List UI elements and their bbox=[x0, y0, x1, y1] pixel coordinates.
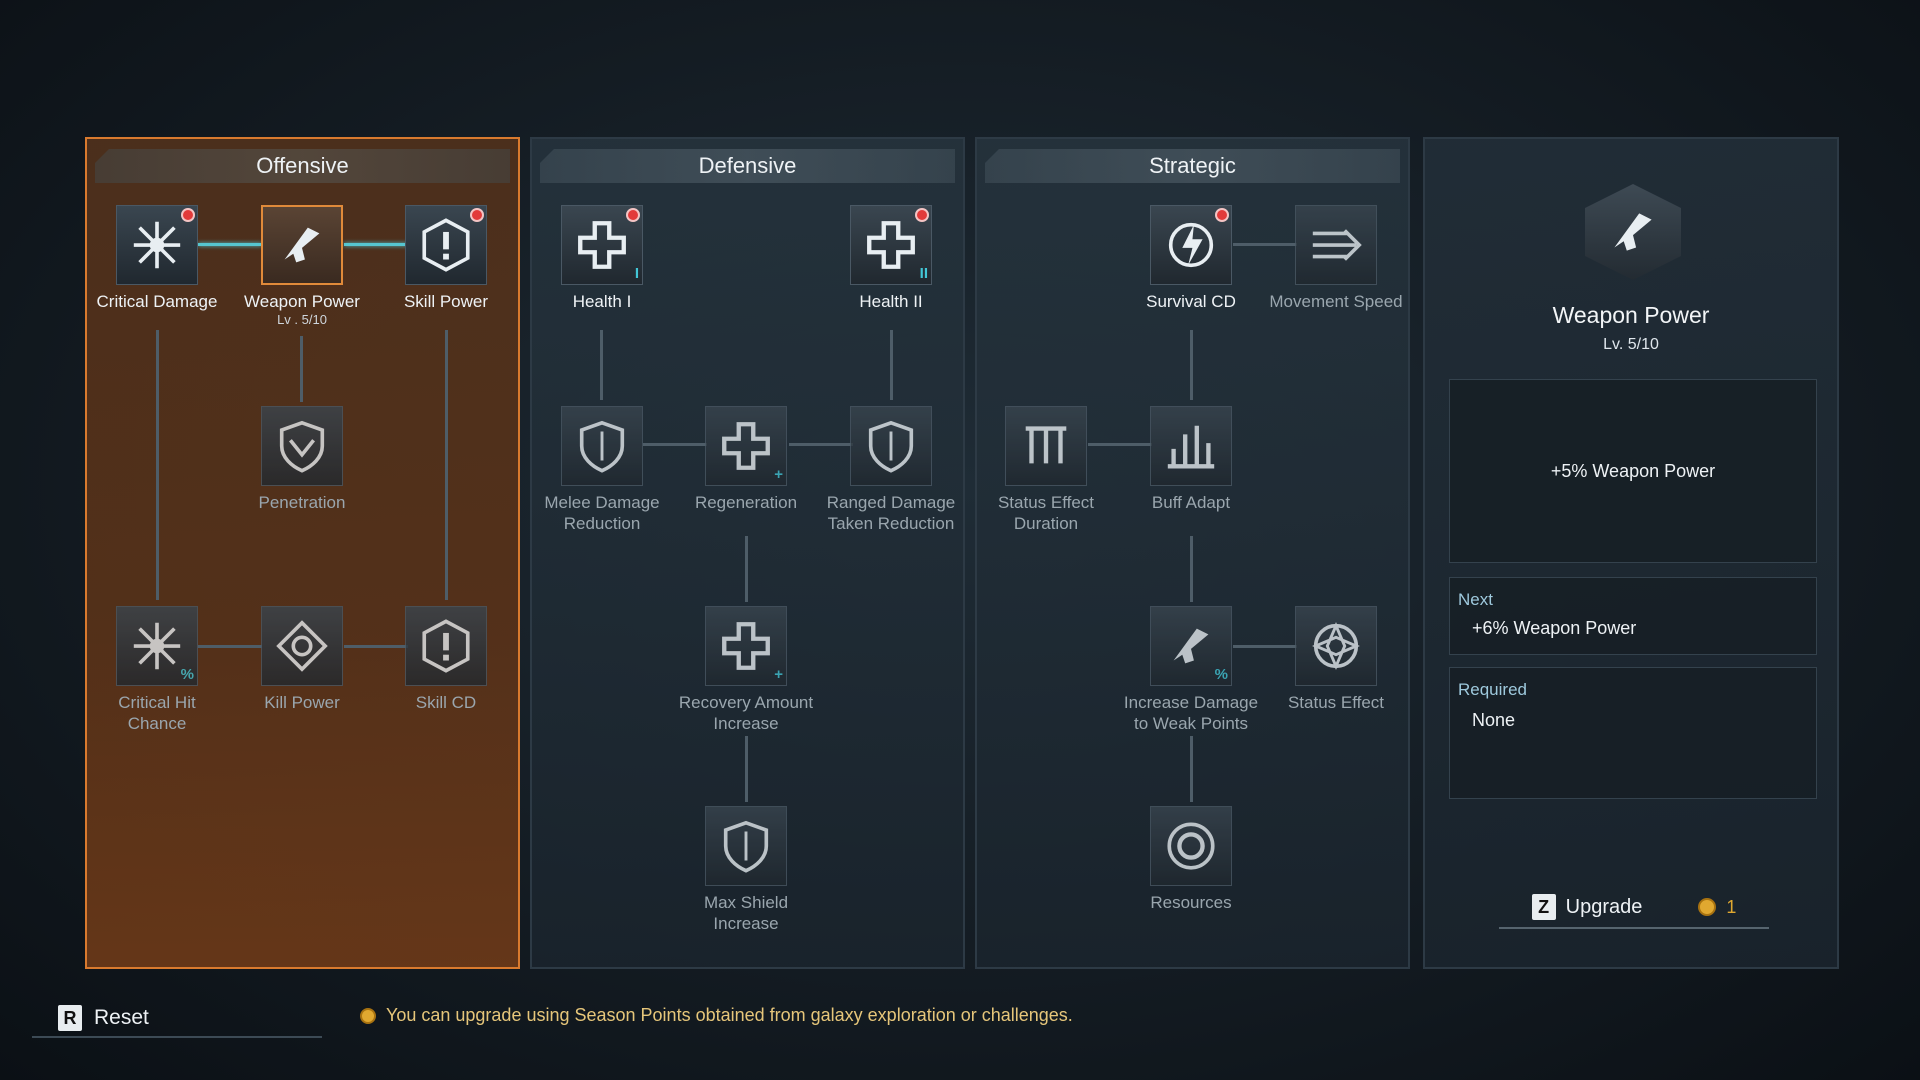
node-skill-cd[interactable]: Skill CD bbox=[371, 606, 521, 713]
next-value: +6% Weapon Power bbox=[1472, 618, 1637, 638]
connector bbox=[344, 243, 408, 246]
shield-icon bbox=[573, 417, 631, 475]
alert-dot bbox=[1215, 208, 1229, 222]
burst-icon bbox=[128, 216, 186, 274]
atom-icon bbox=[1307, 617, 1365, 675]
node-status-effect[interactable]: Status Effect bbox=[1261, 606, 1411, 713]
node-kill-power[interactable]: Kill Power bbox=[227, 606, 377, 713]
cross-icon bbox=[573, 216, 631, 274]
connector bbox=[198, 243, 262, 246]
panel-title-offensive: Offensive bbox=[95, 149, 510, 183]
alert-dot bbox=[915, 208, 929, 222]
connector bbox=[1233, 645, 1297, 648]
connector bbox=[1190, 736, 1193, 802]
connector bbox=[745, 736, 748, 802]
detail-next-box: Next +6% Weapon Power bbox=[1449, 577, 1817, 655]
node-skill-power[interactable]: Skill Power bbox=[371, 205, 521, 312]
connector bbox=[344, 645, 408, 648]
connector bbox=[300, 336, 303, 402]
node-movement-speed[interactable]: Movement Speed bbox=[1261, 205, 1411, 312]
shield-emblem-icon bbox=[273, 417, 331, 475]
detail-icon-frame bbox=[1585, 184, 1681, 280]
detail-required-box: Required None bbox=[1449, 667, 1817, 799]
node-critical-damage[interactable]: Critical Damage bbox=[82, 205, 232, 312]
detail-panel: Weapon Power Lv. 5/10 +5% Weapon Power N… bbox=[1423, 137, 1839, 969]
connector bbox=[198, 645, 262, 648]
shield-icon bbox=[862, 417, 920, 475]
season-point-icon bbox=[1698, 898, 1717, 916]
ring-icon bbox=[1162, 817, 1220, 875]
diamond-target-icon bbox=[273, 617, 331, 675]
arrow-speed-icon bbox=[1307, 216, 1365, 274]
connector bbox=[445, 330, 448, 600]
panel-title-strategic: Strategic bbox=[985, 149, 1400, 183]
required-label: Required bbox=[1458, 680, 1527, 699]
node-penetration[interactable]: Penetration bbox=[227, 406, 377, 513]
cross-plus-icon bbox=[717, 617, 775, 675]
node-resources[interactable]: Resources bbox=[1116, 806, 1266, 913]
connector bbox=[890, 330, 893, 400]
connector bbox=[156, 330, 159, 600]
upgrade-label: Upgrade bbox=[1565, 895, 1643, 918]
reset-label: Reset bbox=[94, 1006, 149, 1029]
node-survival-cd[interactable]: Survival CD bbox=[1116, 205, 1266, 312]
bolt-icon bbox=[1162, 216, 1220, 274]
hint-text: You can upgrade using Season Points obta… bbox=[386, 1005, 1073, 1025]
node-weapon-power[interactable]: Weapon Power Lv . 5/10 bbox=[227, 205, 377, 327]
weapon-icon bbox=[273, 216, 331, 274]
node-regeneration[interactable]: + Regeneration bbox=[671, 406, 821, 513]
pillars-icon bbox=[1017, 417, 1075, 475]
cross-icon bbox=[862, 216, 920, 274]
upgrade-button[interactable]: Z Upgrade 1 bbox=[1499, 887, 1769, 929]
footer-hint: You can upgrade using Season Points obta… bbox=[360, 1005, 1073, 1026]
connector bbox=[1233, 243, 1297, 246]
panel-title-defensive: Defensive bbox=[540, 149, 955, 183]
bars-icon bbox=[1162, 417, 1220, 475]
weapon-icon bbox=[1162, 617, 1220, 675]
key-z: Z bbox=[1531, 894, 1556, 920]
connector bbox=[1190, 536, 1193, 602]
reset-button[interactable]: R Reset bbox=[32, 1000, 322, 1038]
connector bbox=[1088, 443, 1152, 446]
cross-plus-icon bbox=[717, 417, 775, 475]
alert-shield-icon bbox=[417, 617, 475, 675]
connector bbox=[789, 443, 853, 446]
connector bbox=[1190, 330, 1193, 400]
connector bbox=[600, 330, 603, 400]
connector bbox=[643, 443, 707, 446]
weapon-icon bbox=[1602, 201, 1664, 263]
key-r: R bbox=[58, 1005, 82, 1031]
required-value: None bbox=[1472, 710, 1516, 730]
node-level: Lv . 5/10 bbox=[277, 312, 327, 327]
next-label: Next bbox=[1458, 590, 1493, 609]
alert-dot bbox=[181, 208, 195, 222]
alert-dot bbox=[626, 208, 640, 222]
detail-current-box: +5% Weapon Power bbox=[1449, 379, 1817, 563]
detail-level: Lv. 5/10 bbox=[1603, 336, 1659, 353]
node-health-2[interactable]: II Health II bbox=[816, 205, 966, 312]
shield-icon bbox=[717, 817, 775, 875]
node-buff-adapt[interactable]: Buff Adapt bbox=[1116, 406, 1266, 513]
detail-current-effect: +5% Weapon Power bbox=[1550, 460, 1716, 481]
burst-icon bbox=[128, 617, 186, 675]
connector bbox=[745, 536, 748, 602]
node-health-1[interactable]: I Health I bbox=[527, 205, 677, 312]
detail-title: Weapon Power bbox=[1552, 302, 1710, 328]
upgrade-cost: 1 bbox=[1726, 896, 1737, 917]
alert-shield-icon bbox=[417, 216, 475, 274]
alert-dot bbox=[470, 208, 484, 222]
season-point-icon bbox=[360, 1007, 376, 1024]
